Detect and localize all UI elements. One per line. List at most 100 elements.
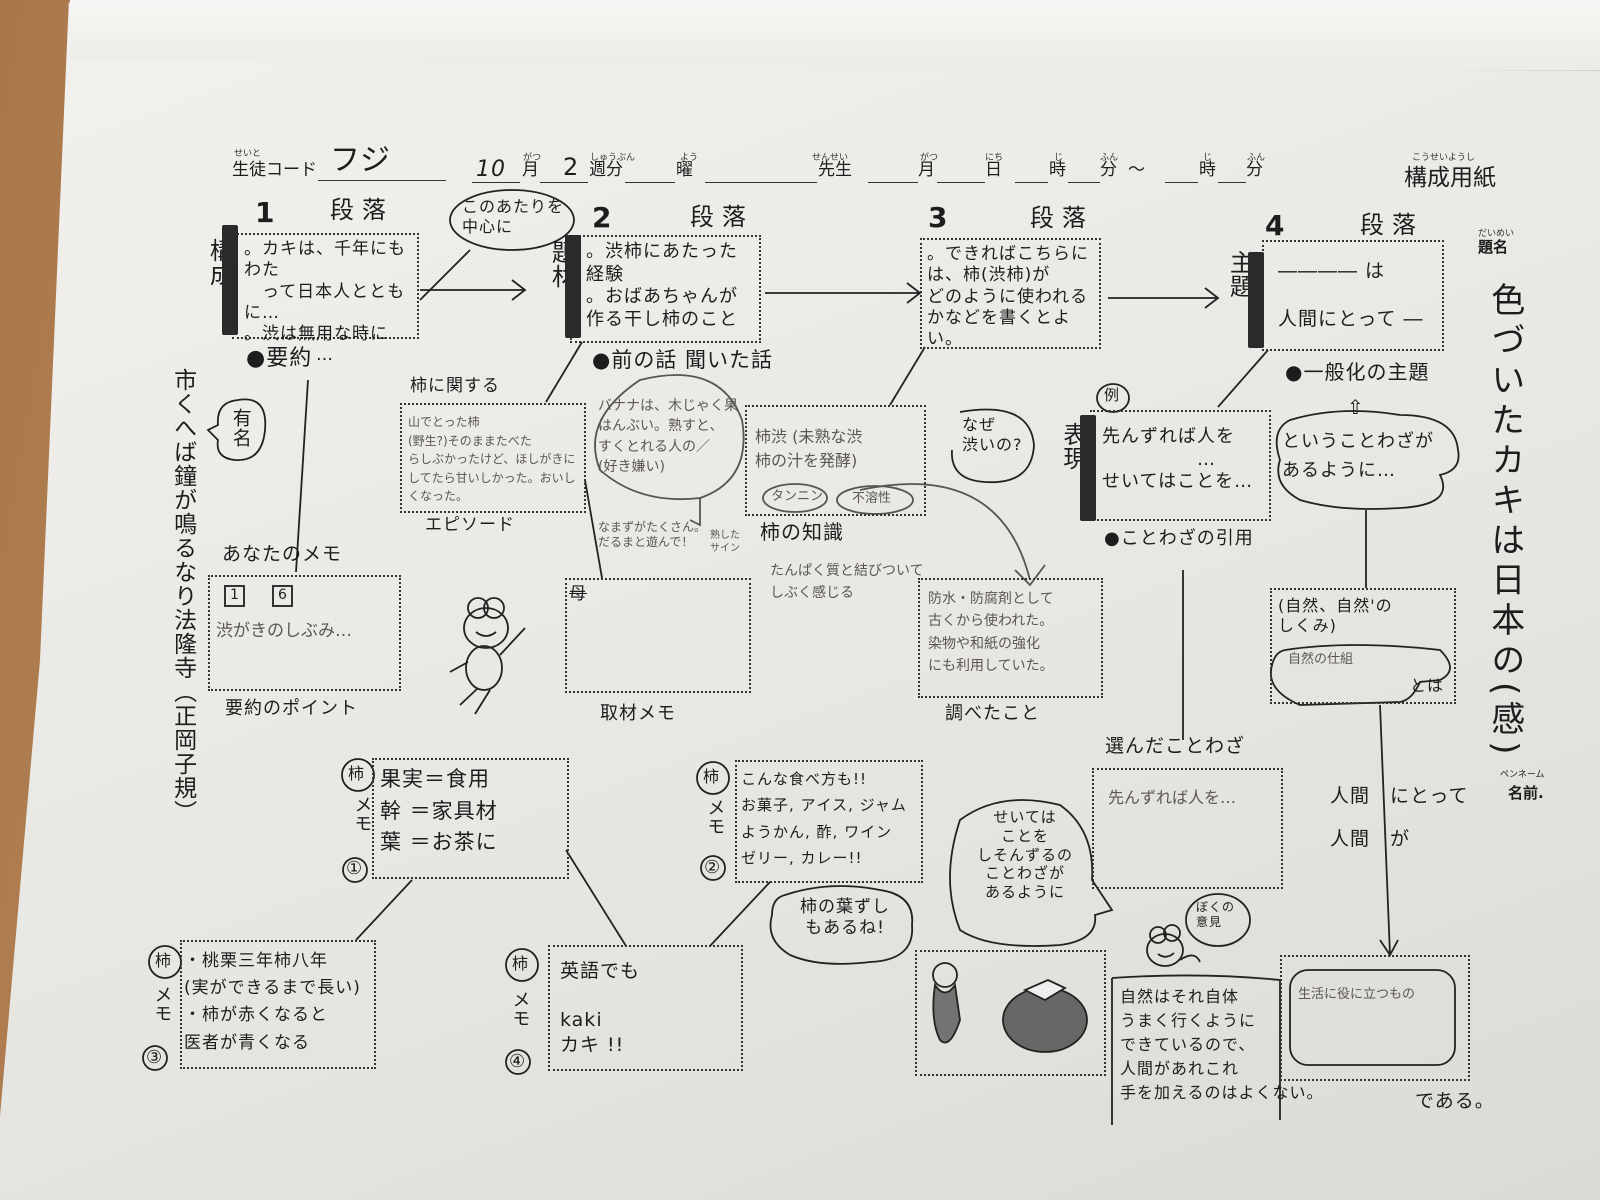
your-memo-label: あなたのメモ <box>222 543 343 565</box>
line-p3-knowledge <box>889 346 926 406</box>
memo-4-label: メモ <box>509 990 531 1028</box>
your-memo-caption: 要約のポイント <box>225 698 358 719</box>
focus-bubble-outline <box>449 189 575 251</box>
month-underline <box>472 182 520 183</box>
week-underline <box>540 182 588 183</box>
arrow-1-2 <box>420 279 527 301</box>
end-min-ruby: ふん <box>1247 153 1266 163</box>
start-hour-ruby: じ <box>1054 153 1064 163</box>
memo-4-number: ④ <box>509 1051 526 1072</box>
memo-1-badge: 柿 <box>348 764 365 783</box>
persimmon-drawing-box <box>915 950 1106 1076</box>
end-hour-label: 時 <box>1199 160 1216 180</box>
memo-badge-circles <box>142 758 730 1075</box>
date-day-label: 日 <box>985 160 1002 180</box>
line-memo1-memo4 <box>565 849 627 947</box>
conclusion-inner-outline <box>1289 969 1456 1066</box>
start-min-underline[interactable] <box>1068 182 1100 183</box>
human-ga-text: 人間 が <box>1330 828 1411 850</box>
example-mark: 例 <box>1104 386 1121 404</box>
nature-box[interactable]: (自然、自然'の しくみ) 自然の仕組 とは <box>1270 588 1456 704</box>
memo-4-box[interactable]: 英語でも kaki カキ !! <box>548 945 743 1071</box>
nature-cloud-text: 自然の仕組 <box>1288 652 1354 667</box>
paragraph-2-caption: ●前の話 聞いた話 <box>592 348 773 372</box>
proverb-bubble-outline <box>949 799 1114 947</box>
month-field[interactable]: 10 <box>476 157 506 182</box>
memo-2-badge: 柿 <box>703 767 720 786</box>
sushi-cloud-outline <box>769 885 914 965</box>
knowledge-box[interactable]: 柿渋 (未熟な渋 柿の汁を発酵) タンニン 不溶性 <box>745 405 926 516</box>
haiku-vertical-text: 市くへば鐘が鳴るなり法隆寺（正岡子規） <box>169 368 196 824</box>
start-min-ruby: ふん <box>1100 153 1119 163</box>
memo-1-box[interactable]: 果実＝食用 幹 ＝家具材 葉 ＝お茶に <box>372 758 569 879</box>
penname-label: ペンネーム <box>1500 770 1545 780</box>
time-range-tilde: ～ <box>1128 160 1145 180</box>
paragraph-1-caption: ●要約 <box>246 346 313 371</box>
date-month-ruby: がつ <box>920 153 939 163</box>
sushi-bubble-text: 柿の葉ずし もあるね! <box>800 897 890 939</box>
end-min-underline[interactable] <box>1218 182 1246 183</box>
line-memo1-memo3 <box>355 879 413 941</box>
nature-text: (自然、自然'の しくみ) <box>1278 596 1393 635</box>
memo-2-box[interactable]: こんな食べ方も!! お菓子, アイス, ジャム ようかん, 酢, ワイン ゼリー… <box>735 760 923 883</box>
title-label: 題名 <box>1478 238 1509 256</box>
title-ruby: だいめい <box>1478 229 1515 239</box>
why-bubble-text: なぜ 渋いの? <box>962 415 1023 454</box>
memo-mark-1: 1 <box>224 585 245 607</box>
week-label: 週分 <box>589 160 623 180</box>
date-month-label: 月 <box>918 160 935 180</box>
your-memo-box[interactable]: 1 6 渋がきのしぶみ… <box>208 575 401 691</box>
memo-2-text: こんな食べ方も!! お菓子, アイス, ジャム ようかん, 酢, ワイン ゼリー… <box>741 770 907 867</box>
nature-cloud-outline <box>1270 644 1451 706</box>
memo-3-label: メモ <box>151 985 173 1023</box>
arrow-3-4 <box>1108 287 1220 309</box>
paragraph-2-label: 段落 <box>690 203 754 231</box>
interview-note: なまずがたくさん。 だるまと遊んで！ <box>598 520 707 549</box>
paragraph-4-caption: ●一般化の主題 <box>1285 360 1430 384</box>
proverb-box[interactable]: 先んずれば人を … せいてはことを… <box>1090 410 1271 521</box>
start-hour-underline[interactable] <box>1015 182 1048 183</box>
opinion-bubble-outline <box>1185 893 1251 947</box>
essay-title[interactable]: 色づいたカキは日本の(感) <box>1484 282 1525 761</box>
frog-drawing-1 <box>449 597 526 715</box>
name-label: 名前. <box>1508 784 1544 802</box>
conclusion-text: 生活に役に立つもの <box>1298 987 1416 1002</box>
week-field[interactable]: 2 <box>563 153 580 181</box>
chosen-proverb-box[interactable]: 先んずれば人を… <box>1092 768 1283 889</box>
line-p2-episode <box>545 341 583 403</box>
research-box[interactable]: 防水・防腐剤として 古くから使われた。 染物や和紙の強化 にも利用していた。 <box>918 578 1103 698</box>
memo-3-badge: 柿 <box>155 951 172 970</box>
end-hour-underline[interactable] <box>1165 182 1198 183</box>
general-cloud-outline <box>1275 410 1460 510</box>
memo-3-box[interactable]: ・桃栗三年柿八年 (実ができるまで長い) ・柿が赤くなると 医者が青くなる <box>180 940 376 1069</box>
talk-bubble-outline <box>594 374 745 527</box>
conclusion-box[interactable]: 生活に役に立つもの <box>1280 955 1470 1081</box>
interview-note-2: 熟した サイン <box>710 530 740 554</box>
week-ruby: しゅうぶん <box>590 153 636 163</box>
date-day-underline[interactable] <box>937 182 985 183</box>
line-p4-example <box>1217 349 1269 408</box>
weekday-underline[interactable] <box>625 182 675 183</box>
paragraph-2-box[interactable]: 。渋柿にあたった 経験 。おばあちゃんが 作る干し柿のこと <box>570 235 761 343</box>
episode-caption: エピソード <box>425 515 515 535</box>
persimmon-drawing <box>932 962 1088 1053</box>
paragraph-1-box[interactable]: 。カキは、千年にもわた って日本人とともに… 。渋は無用な時に … <box>232 233 419 365</box>
date-day-ruby: にち <box>985 153 1004 163</box>
famous-bubble-text: 有名 <box>229 408 252 448</box>
student-code-underline <box>318 180 446 181</box>
date-month-underline[interactable] <box>868 182 918 183</box>
paragraph-4-box[interactable]: ―――― は 人間にとって ― <box>1262 240 1444 351</box>
interview-memo-box[interactable]: 母 <box>565 578 751 693</box>
paragraph-3-text: 。できればこちらに は、柿(渋柿)が どのように使われる かなどを書くとよい。 <box>927 244 1089 349</box>
student-code-field[interactable]: フジ <box>330 143 390 178</box>
teacher-label: 先生 <box>818 160 852 180</box>
knowledge-caption: 柿の知識 <box>760 520 844 544</box>
teacher-underline[interactable] <box>705 182 817 183</box>
example-circle <box>1096 383 1130 413</box>
why-bubble-outline <box>951 408 1035 484</box>
paragraph-3-box[interactable]: 。できればこちらに は、柿(渋柿)が どのように使われる かなどを書くとよい。 <box>920 238 1101 349</box>
weekday-label: 曜 <box>676 160 693 180</box>
focus-bubble-tail <box>419 249 471 301</box>
episode-box[interactable]: 山でとった柿 (野生?)そのままたべた らしぶかったけど、ほしがきに してたら甘… <box>400 403 586 513</box>
